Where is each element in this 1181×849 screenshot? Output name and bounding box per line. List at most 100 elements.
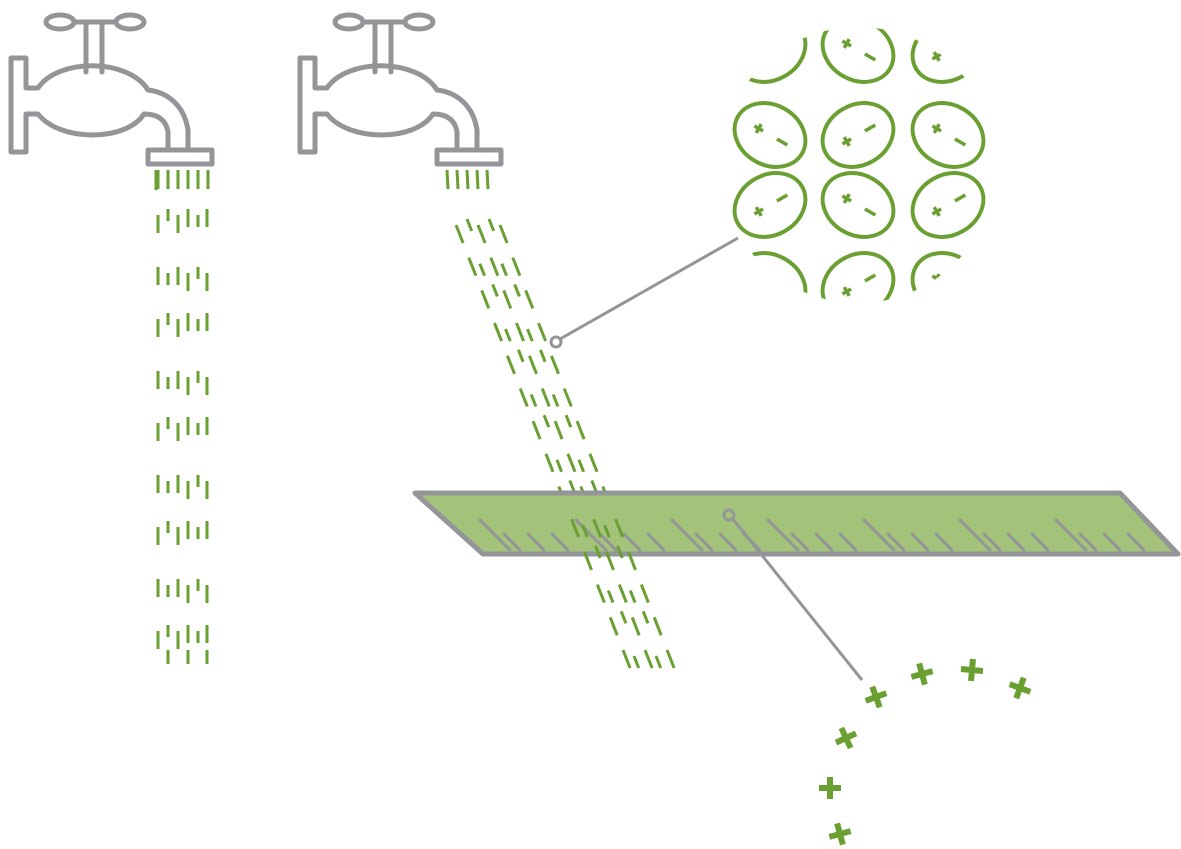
- plus-sign: [840, 37, 854, 51]
- water-dipole: [811, 241, 905, 330]
- stream-dash: [579, 460, 584, 472]
- water-dipole: [723, 91, 817, 180]
- stream-dash: [502, 264, 507, 276]
- stream-dash: [533, 421, 540, 439]
- stream-dash: [447, 170, 448, 189]
- stream-dash: [493, 284, 498, 296]
- stream-dash: [630, 591, 635, 603]
- plus-sign: [930, 205, 944, 219]
- stream-dash: [542, 389, 549, 407]
- plus-charge: [862, 683, 890, 711]
- stream-dash: [507, 356, 514, 374]
- left-water-stream: [156, 170, 208, 664]
- stream-dash: [513, 258, 520, 276]
- stream-dash: [623, 650, 630, 668]
- minus-sign: [955, 195, 965, 201]
- minus-sign: [865, 209, 875, 215]
- stream-dash: [517, 323, 524, 341]
- stream-dash: [546, 454, 553, 472]
- plus-sign: [840, 192, 854, 206]
- stream-dash: [520, 389, 527, 407]
- magnifier-dipole-view: [723, 6, 995, 330]
- stream-dash: [531, 395, 536, 407]
- stream-dash: [568, 454, 575, 472]
- plus-sign: [752, 50, 766, 64]
- minus-sign: [865, 125, 875, 131]
- stream-dash: [515, 284, 520, 296]
- stream-dash: [495, 323, 502, 341]
- stream-dash: [577, 421, 584, 439]
- stream-dash: [539, 323, 546, 341]
- charged-rod: [415, 493, 1178, 554]
- stream-dash: [608, 591, 613, 603]
- stream-dash: [656, 656, 661, 668]
- plus-sign: [752, 122, 766, 136]
- stream-dash: [526, 290, 533, 308]
- stream-dash: [590, 454, 597, 472]
- plus-sign: [752, 205, 766, 219]
- stream-dash: [480, 264, 485, 276]
- stream-dash: [506, 329, 511, 341]
- stream-dash: [491, 258, 498, 276]
- stream-dash: [477, 170, 478, 189]
- water-dipole: [901, 241, 995, 330]
- plus-charge: [1006, 674, 1034, 702]
- plus-charge: [960, 658, 984, 682]
- water-dipole: [811, 6, 905, 95]
- stream-dash: [566, 415, 571, 427]
- stream-dash: [504, 290, 511, 308]
- stream-dash: [478, 225, 485, 243]
- stream-dash: [456, 225, 463, 243]
- water-dipole: [723, 241, 817, 330]
- stream-dash: [619, 585, 626, 603]
- magnifier-callout: [551, 238, 738, 347]
- minus-sign: [777, 139, 787, 145]
- water-dipole: [723, 6, 817, 95]
- minus-sign: [955, 40, 965, 46]
- water-dipole: [901, 161, 995, 250]
- stream-dash: [482, 290, 489, 308]
- minus-sign: [955, 289, 965, 295]
- plus-sign: [840, 285, 854, 299]
- stream-dash: [621, 611, 626, 623]
- stream-dash: [540, 350, 545, 362]
- stream-dash: [564, 389, 571, 407]
- plus-charge: [909, 661, 936, 688]
- minus-sign: [955, 139, 965, 145]
- water-dipole: [811, 161, 905, 250]
- plus-sign: [930, 50, 944, 64]
- plus-charge: [831, 723, 860, 752]
- stream-dash: [551, 356, 558, 374]
- water-dipole: [901, 6, 995, 95]
- minus-sign: [777, 289, 787, 295]
- minus-sign: [777, 40, 787, 46]
- stream-dash: [469, 258, 476, 276]
- stream-dash: [489, 219, 494, 231]
- right-water-stream: [447, 170, 674, 668]
- plus-charge: [819, 777, 841, 799]
- stream-dash: [610, 617, 617, 635]
- stream-dash: [557, 460, 562, 472]
- stream-dash: [467, 170, 468, 189]
- stream-dash: [641, 585, 648, 603]
- stream-dash: [667, 650, 674, 668]
- stream-dash: [634, 656, 639, 668]
- rod-positive-charges: [819, 658, 1034, 847]
- stream-dash: [632, 617, 639, 635]
- stream-dash: [643, 611, 648, 623]
- stream-dash: [553, 395, 558, 407]
- stream-dash: [555, 421, 562, 439]
- stream-dash: [467, 219, 472, 231]
- minus-sign: [865, 54, 875, 60]
- right-faucet-icon: [300, 15, 501, 164]
- stream-dash: [487, 170, 488, 189]
- stream-dash: [597, 585, 604, 603]
- left-faucet-icon: [11, 15, 212, 164]
- stream-dash: [528, 329, 533, 341]
- plus-sign: [840, 135, 854, 149]
- water-dipole: [723, 161, 817, 250]
- stream-dash: [654, 617, 661, 635]
- plus-charge: [827, 821, 854, 848]
- minus-sign: [777, 195, 787, 201]
